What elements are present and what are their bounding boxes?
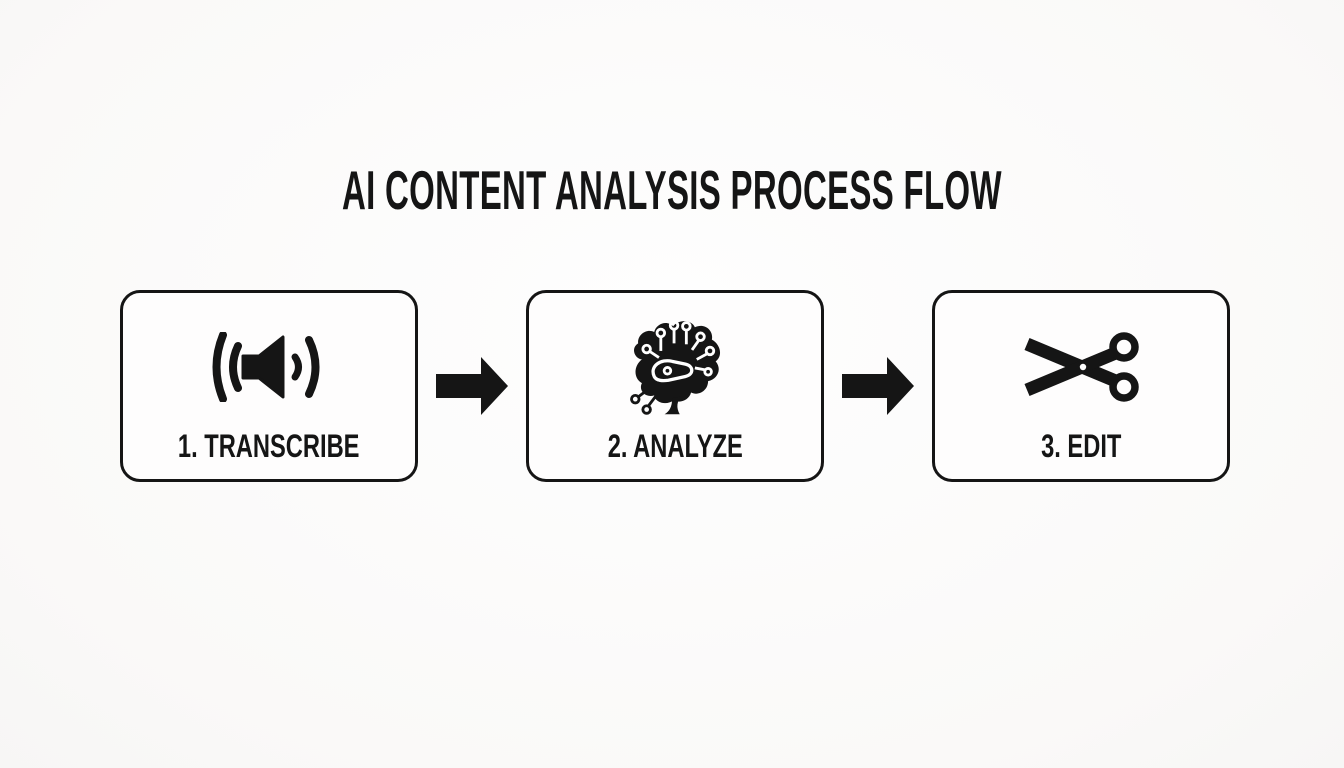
scissors-icon xyxy=(935,315,1227,419)
ai-brain-circuit-icon-svg xyxy=(630,320,721,415)
step-box-edit: 3. EDIT xyxy=(932,290,1230,482)
speaker-sound-waves-icon xyxy=(123,315,415,419)
step-box-analyze: 2. ANALYZE xyxy=(526,290,824,482)
arrow-right-icon-svg xyxy=(436,357,508,415)
step-label-transcribe-text: 1. TRANSCRIBE xyxy=(178,428,360,464)
arrow-right-icon xyxy=(436,357,508,415)
step-label-analyze-text: 2. ANALYZE xyxy=(607,428,743,464)
ai-brain-circuit-icon xyxy=(529,315,821,419)
step-box-transcribe: 1. TRANSCRIBE xyxy=(120,290,418,482)
step-label-analyze: 2. ANALYZE xyxy=(529,428,821,464)
diagram-title: AI CONTENT ANALYSIS PROCESS FLOW xyxy=(0,160,1344,220)
arrow-right-icon xyxy=(842,357,914,415)
step-label-edit-text: 3. EDIT xyxy=(1040,428,1122,464)
step-label-edit: 3. EDIT xyxy=(935,428,1227,464)
diagram-title-text: AI CONTENT ANALYSIS PROCESS FLOW xyxy=(342,159,1002,221)
scissors-icon-svg xyxy=(1024,332,1139,402)
process-flow: 1. TRANSCRIBE xyxy=(120,290,1230,482)
speaker-sound-waves-icon-svg xyxy=(212,332,320,402)
step-label-transcribe: 1. TRANSCRIBE xyxy=(123,428,415,464)
arrow-right-icon-svg xyxy=(842,357,914,415)
